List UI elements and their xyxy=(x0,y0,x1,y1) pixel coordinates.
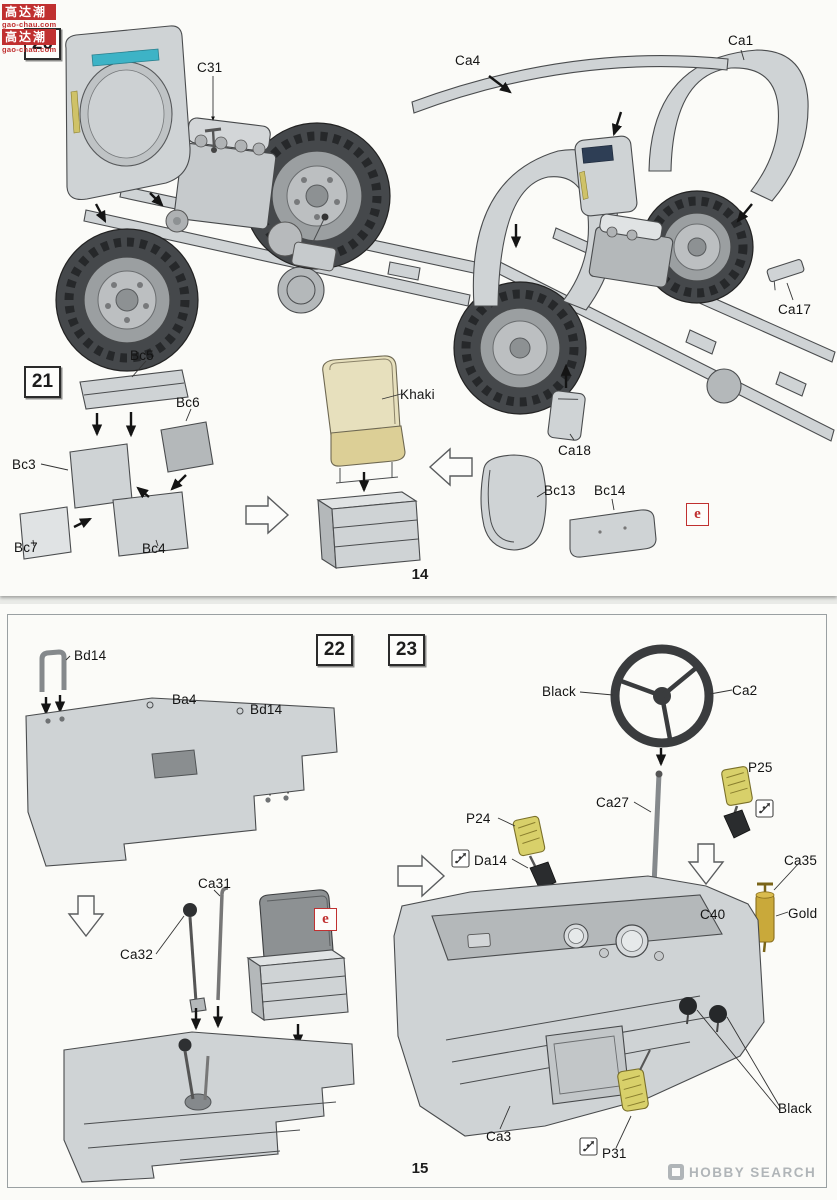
wheel-front-left xyxy=(55,228,199,372)
crate-art xyxy=(316,491,421,570)
page-border xyxy=(7,614,827,1188)
pump-ca35-art xyxy=(755,882,775,953)
callout-bd14-b: Bd14 xyxy=(250,702,283,717)
callout-bc7: Bc7 xyxy=(14,540,38,555)
callout-da14: Da14 xyxy=(474,853,508,868)
sequence-arrow-right xyxy=(245,495,290,535)
rod-ca31-art xyxy=(216,886,229,1001)
step-number-22: 22 xyxy=(316,634,353,666)
callout-p24: P24 xyxy=(466,811,491,826)
watermark-brand: 高达潮 xyxy=(2,4,57,20)
step-number-23: 23 xyxy=(388,634,425,666)
callout-ca4: Ca4 xyxy=(455,53,481,68)
seat-khaki-art xyxy=(322,355,406,484)
option-e-badge: e xyxy=(314,908,337,931)
callout-ca17: Ca17 xyxy=(778,302,812,317)
steering-wheel-art xyxy=(610,644,714,748)
part-c31-art xyxy=(204,76,222,153)
pedal-p31-art xyxy=(617,1068,649,1112)
callout-c40: C40 xyxy=(700,907,726,922)
part-bc13-art xyxy=(480,454,547,551)
callout-ca35: Ca35 xyxy=(784,853,818,868)
callout-bc5: Bc5 xyxy=(130,348,154,363)
page-number-15: 15 xyxy=(411,1160,429,1177)
hobby-search-text: HOBBY SEARCH xyxy=(689,1164,817,1180)
sequence-arrow-right xyxy=(397,854,446,898)
step21-art xyxy=(19,355,657,570)
sequence-arrow-left xyxy=(428,447,473,487)
step22-art xyxy=(25,649,355,1183)
pedal-p24-art xyxy=(512,815,546,857)
part-ca18-art xyxy=(547,390,586,441)
callout-c31: C31 xyxy=(197,60,223,75)
wheel-front-right xyxy=(453,281,587,415)
floor-ba4-art xyxy=(25,697,338,867)
engine-art xyxy=(165,117,337,272)
lever-ca32-art xyxy=(183,903,207,1013)
callout-ca2: Ca2 xyxy=(732,683,758,698)
callout-ca27: Ca27 xyxy=(596,795,630,810)
callout-ca3: Ca3 xyxy=(486,1129,512,1144)
black-knob-art xyxy=(679,997,697,1015)
callout-ca18: Ca18 xyxy=(558,443,592,458)
dashboard-assembly-art xyxy=(393,875,765,1137)
page-14-artwork xyxy=(19,25,836,570)
hobby-search-watermark: HOBBY SEARCH xyxy=(668,1164,816,1180)
page-15-artwork xyxy=(25,644,801,1183)
firewall-panel-art xyxy=(65,25,191,201)
callout-ca32: Ca32 xyxy=(120,947,154,962)
floor-assembled-art xyxy=(63,1031,355,1183)
teal-trim xyxy=(91,48,160,67)
step-number-21: 21 xyxy=(24,366,61,398)
callout-bc3: Bc3 xyxy=(12,457,36,472)
callout-ca31: Ca31 xyxy=(198,876,232,891)
page-15: 22 23 Bd14 Ba4 Bd14 Ca31 Ca32 e Black Ca… xyxy=(0,604,837,1200)
small-firewall-art xyxy=(574,135,638,217)
callout-ba4: Ba4 xyxy=(172,692,197,707)
glue-symbol-icon xyxy=(579,1137,598,1156)
wheel-rear-right xyxy=(640,190,754,304)
sequence-arrow-down xyxy=(67,895,105,938)
callout-bd14-a: Bd14 xyxy=(74,648,107,663)
callout-gold: Gold xyxy=(788,906,818,921)
step23-art xyxy=(393,644,801,1156)
step20-left-chassis-art xyxy=(55,25,495,372)
watermark-url: gao-chau.com xyxy=(2,45,57,54)
watermark-stamp: 高达潮 gao-chau.com xyxy=(2,4,57,29)
step20-right-chassis-art xyxy=(411,49,836,442)
watermark-stamp: 高达潮 gao-chau.com xyxy=(2,29,57,54)
callout-khaki: Khaki xyxy=(400,387,435,402)
black-knob-art xyxy=(709,1005,727,1023)
option-e-badge: e xyxy=(686,503,709,526)
callout-p31: P31 xyxy=(602,1146,627,1161)
fender-ca1-art xyxy=(648,49,809,202)
page-number-14: 14 xyxy=(411,566,429,583)
callout-ca1: Ca1 xyxy=(728,33,754,48)
callout-bc14: Bc14 xyxy=(594,483,626,498)
part-da14-left-art xyxy=(529,861,557,891)
part-da14-right-art xyxy=(723,809,751,839)
seat-box-art xyxy=(246,889,349,1022)
watermark-brand: 高达潮 xyxy=(2,29,57,45)
sequence-arrow-down xyxy=(687,843,725,886)
callout-black-bottom: Black xyxy=(778,1101,813,1116)
hobby-search-logo-icon xyxy=(668,1164,684,1180)
part-bc14-art xyxy=(569,509,657,558)
pedal-p25-art xyxy=(721,766,753,806)
callout-black-top: Black xyxy=(542,684,577,699)
glue-symbol-icon xyxy=(451,849,470,868)
page-14: 高达潮 gao-chau.com 高达潮 gao-chau.com 20 21 … xyxy=(0,0,837,596)
watermark-url: gao-chau.com xyxy=(2,20,57,29)
part-ca17-art xyxy=(766,259,805,291)
callout-p25: P25 xyxy=(748,760,773,775)
part-bd14-a-art xyxy=(39,649,67,692)
callout-bc4: Bc4 xyxy=(142,541,166,556)
callout-bc6: Bc6 xyxy=(176,395,200,410)
glue-symbol-icon xyxy=(755,799,774,818)
callout-bc13: Bc13 xyxy=(544,483,576,498)
